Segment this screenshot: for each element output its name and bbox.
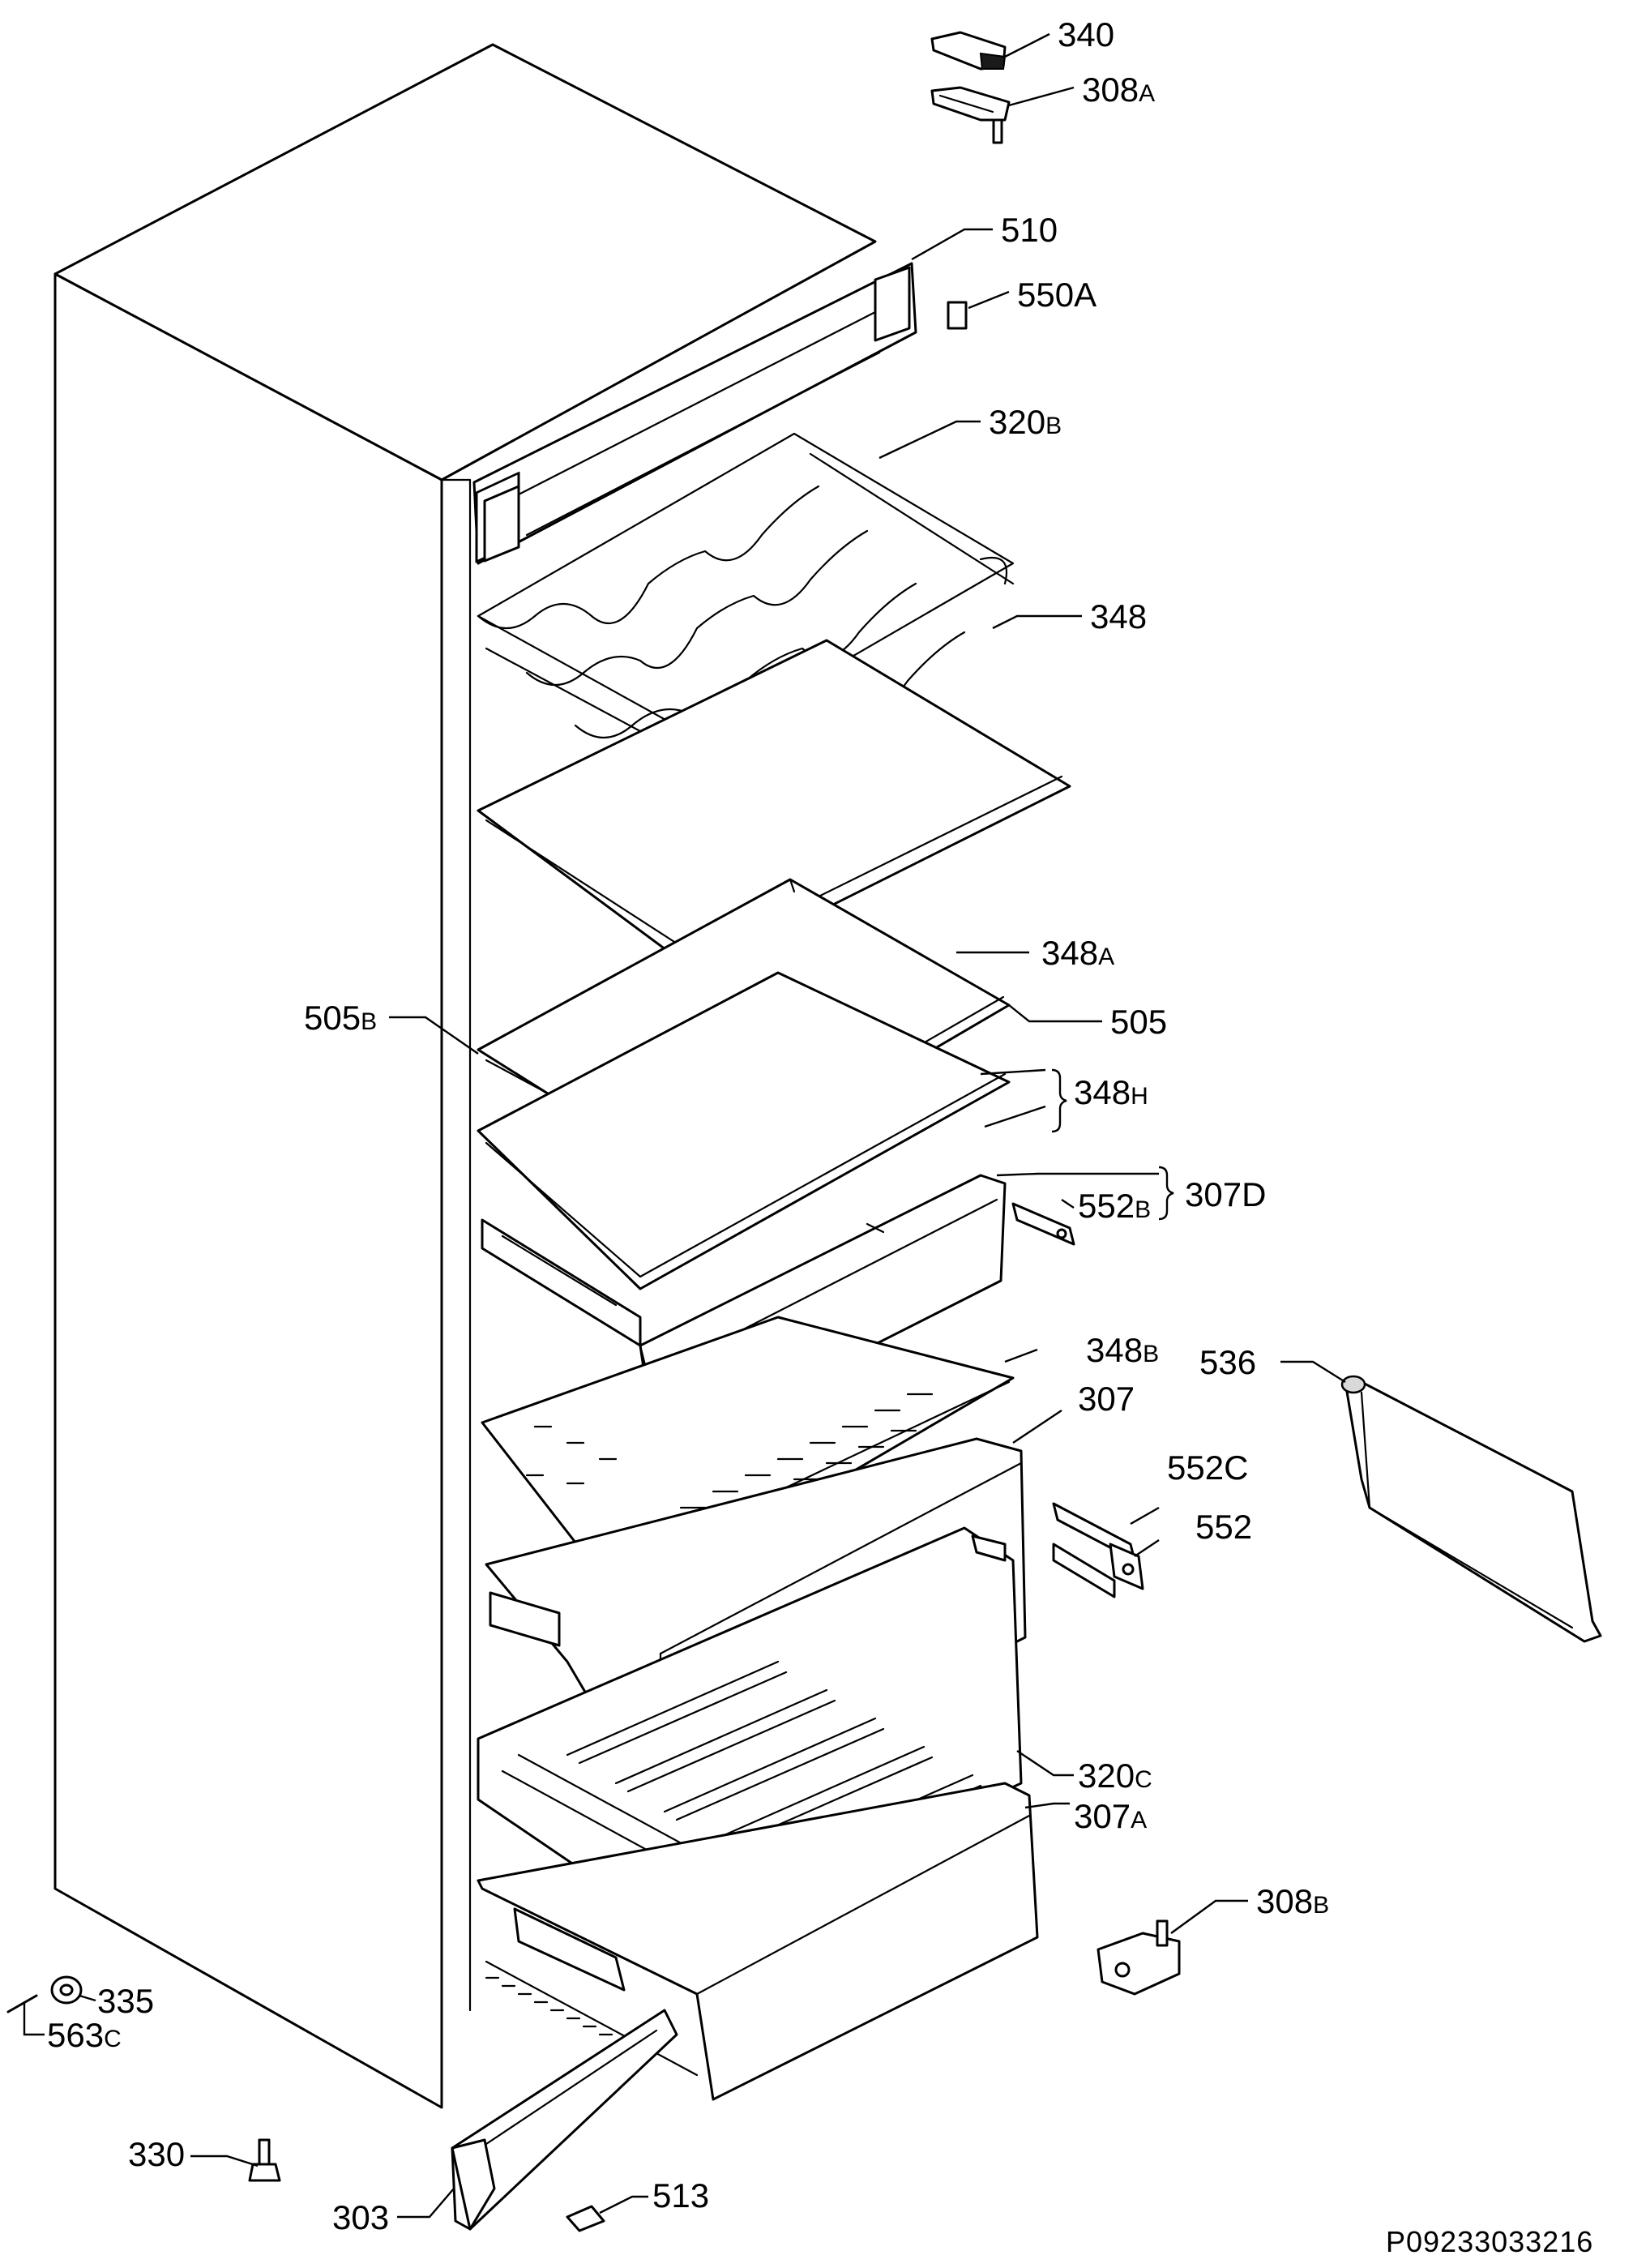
brace-348h: [1051, 1068, 1067, 1133]
label-536: 536: [1199, 1343, 1256, 1381]
top-panel-510: [472, 262, 917, 565]
shelf-348h: [477, 971, 1011, 1347]
brace-307d: [1158, 1166, 1174, 1221]
label-550a: [947, 301, 968, 330]
hinge-cover-340: [930, 31, 1007, 71]
pin-563c: [6, 1994, 38, 2013]
label-307a: 307A: [1074, 1797, 1147, 1835]
label-303: 303: [332, 2198, 389, 2236]
label-348: 348: [1090, 597, 1147, 635]
label-348b: 348B: [1086, 1331, 1159, 1369]
label-552b: 552B: [1078, 1187, 1151, 1225]
label-552c: 552C: [1167, 1449, 1248, 1487]
roller-335: [50, 1975, 83, 2005]
callout-labels: 340 308A 510 550A 320B 348 348A 505B 505…: [47, 15, 1329, 2236]
label-348h: 348H: [1074, 1073, 1148, 1111]
label-307d: 307D: [1185, 1175, 1266, 1213]
foot-330: [248, 2138, 281, 2182]
label-505b: 505B: [304, 999, 377, 1037]
drawer-307a: [477, 1782, 1039, 2101]
clip-513: [566, 2205, 605, 2232]
label-308a: 308A: [1082, 71, 1155, 109]
label-320c: 320C: [1078, 1757, 1152, 1795]
label-348a: 348A: [1041, 934, 1114, 972]
label-330: 330: [128, 2135, 185, 2173]
label-335: 335: [97, 1982, 154, 2020]
label-320b: 320B: [989, 403, 1062, 441]
label-308b: 308B: [1256, 1882, 1329, 1920]
label-307: 307: [1078, 1380, 1135, 1418]
door-shelf-536: [1340, 1375, 1602, 1643]
hinge-308a: [930, 86, 1011, 144]
rail-552: [1052, 1543, 1144, 1598]
leader-lines: [23, 32, 1346, 2219]
drawing-code: P09233033216: [1386, 2225, 1593, 2258]
label-552: 552: [1195, 1508, 1252, 1546]
label-550a: 550A: [1017, 276, 1097, 314]
label-505: 505: [1110, 1003, 1167, 1041]
label-563c: 563C: [47, 2016, 122, 2054]
rail-552b: [1011, 1202, 1075, 1246]
cabinet: [53, 43, 877, 2109]
hinge-308b: [1097, 1919, 1181, 1996]
label-510: 510: [1001, 211, 1058, 249]
label-340: 340: [1058, 15, 1114, 53]
label-513: 513: [652, 2176, 709, 2215]
kick-plate-303: [451, 2009, 678, 2231]
